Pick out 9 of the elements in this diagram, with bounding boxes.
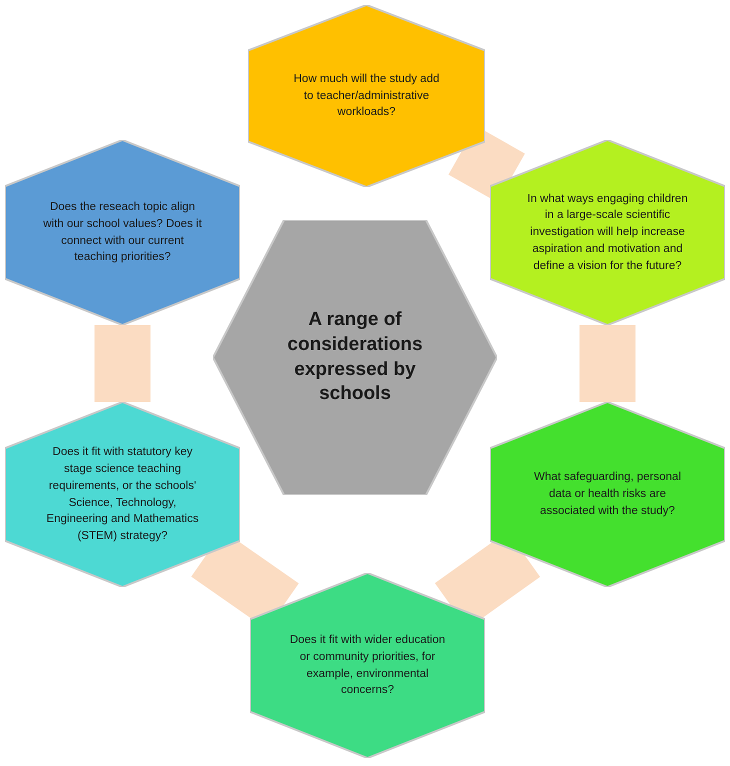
connector-band: [94, 325, 150, 402]
hexagon-text: What safeguarding, personal data or health risks are associated with the study?: [532, 470, 682, 519]
hexagon-text: Does it fit with wider education or community priorities, for example, environmental concerns?: [288, 633, 446, 698]
hexagon-text: Does it fit with statutory key stage science teaching requirements, or the schools' Science, Technology, Engineering and Mathematics (STEM) strategy?: [45, 445, 200, 544]
hexagon-text: Does the reseach topic align with our school values? Does it connect with our current teaching priorities?: [42, 200, 202, 266]
center-title: A range of considerations expressed by schools: [286, 308, 424, 406]
connector-band: [580, 325, 636, 402]
hexagon-text: In what ways engaging children in a large-scale scientific investigation will help increase aspiration and motivation and define a vision for the future?: [526, 192, 689, 274]
hexagon-text: How much will the study add to teacher/administrative workloads?: [292, 72, 440, 120]
